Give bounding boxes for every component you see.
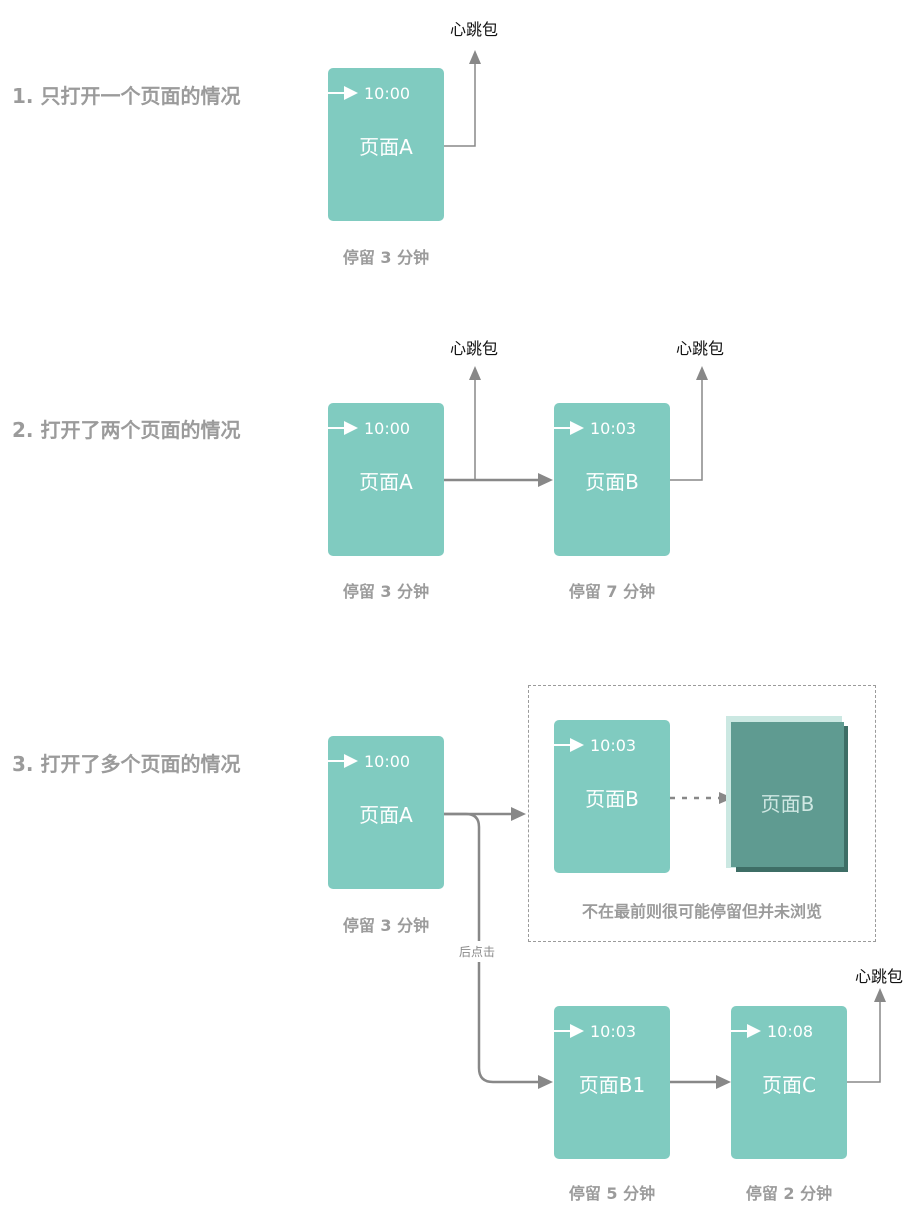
heartbeat-arrow-icon	[696, 366, 708, 380]
page-name: 页面A	[359, 135, 413, 159]
heartbeat-connector	[847, 1000, 881, 1083]
background-page-b: 页面B	[731, 722, 844, 867]
enter-arrow-icon	[554, 421, 584, 435]
stay-duration: 停留 3 分钟	[342, 248, 430, 267]
a-to-b-arrow-icon	[538, 473, 553, 487]
heartbeat-label: 心跳包	[676, 339, 725, 358]
page-card-a: 10:00 页面A	[328, 68, 444, 221]
page-time: 10:08	[767, 1022, 814, 1041]
enter-arrow-icon	[328, 421, 358, 435]
background-note: 不在最前则很可能停留但并未浏览	[581, 902, 822, 921]
page-time: 10:00	[364, 419, 411, 438]
stay-duration: 停留 3 分钟	[342, 582, 430, 601]
stay-duration: 停留 5 分钟	[568, 1184, 656, 1203]
enter-arrow-icon	[731, 1024, 761, 1038]
page-name: 页面C	[762, 1073, 816, 1097]
page-card-b: 10:03 页面B	[554, 720, 670, 873]
page-time: 10:00	[364, 84, 411, 103]
a-to-b1-arrow-icon	[538, 1075, 553, 1089]
page-time: 10:03	[590, 736, 637, 755]
b1-to-c-arrow-icon	[716, 1075, 731, 1089]
after-click-label: 后点击	[459, 941, 496, 962]
heartbeat-connector	[670, 378, 703, 481]
stay-duration: 停留 7 分钟	[568, 582, 656, 601]
heartbeat-connector	[444, 62, 476, 147]
page-time: 10:03	[590, 419, 637, 438]
background-tab-group	[528, 685, 876, 942]
page-name: 页面A	[359, 803, 413, 827]
page-time: 10:03	[590, 1022, 637, 1041]
page-name: 页面B	[585, 470, 639, 494]
page-name: 页面B1	[578, 1073, 646, 1097]
page-card-b: 10:03 页面B	[554, 403, 670, 556]
heartbeat-arrow-icon	[469, 50, 481, 64]
page-card-a: 10:00 页面A	[328, 403, 444, 556]
page-name: 页面B	[585, 787, 639, 811]
page-name: 页面B	[760, 792, 815, 816]
page-card-b1: 10:03 页面B1	[554, 1006, 670, 1159]
heartbeat-label: 心跳包	[450, 339, 499, 358]
section-title-multi-pages: 3. 打开了多个页面的情况	[12, 752, 241, 776]
page-card-c: 10:08 页面C	[731, 1006, 847, 1159]
enter-arrow-icon	[554, 1024, 584, 1038]
page-card-a: 10:00 页面A	[328, 736, 444, 889]
enter-arrow-icon	[328, 86, 358, 100]
heartbeat-label: 心跳包	[450, 20, 499, 39]
enter-arrow-icon	[554, 738, 584, 752]
section-title-two-pages: 2. 打开了两个页面的情况	[12, 418, 241, 442]
heartbeat-arrow-icon	[874, 988, 886, 1002]
page-name: 页面A	[359, 470, 413, 494]
heartbeat-label: 心跳包	[855, 967, 904, 986]
stay-duration: 停留 3 分钟	[342, 916, 430, 935]
page-time: 10:00	[364, 752, 411, 771]
heartbeat-arrow-icon	[469, 366, 481, 380]
section-title-single-page: 1. 只打开一个页面的情况	[12, 84, 241, 108]
a-to-b-arrow-icon	[511, 807, 526, 821]
enter-arrow-icon	[328, 754, 358, 768]
stay-duration: 停留 2 分钟	[745, 1184, 833, 1203]
